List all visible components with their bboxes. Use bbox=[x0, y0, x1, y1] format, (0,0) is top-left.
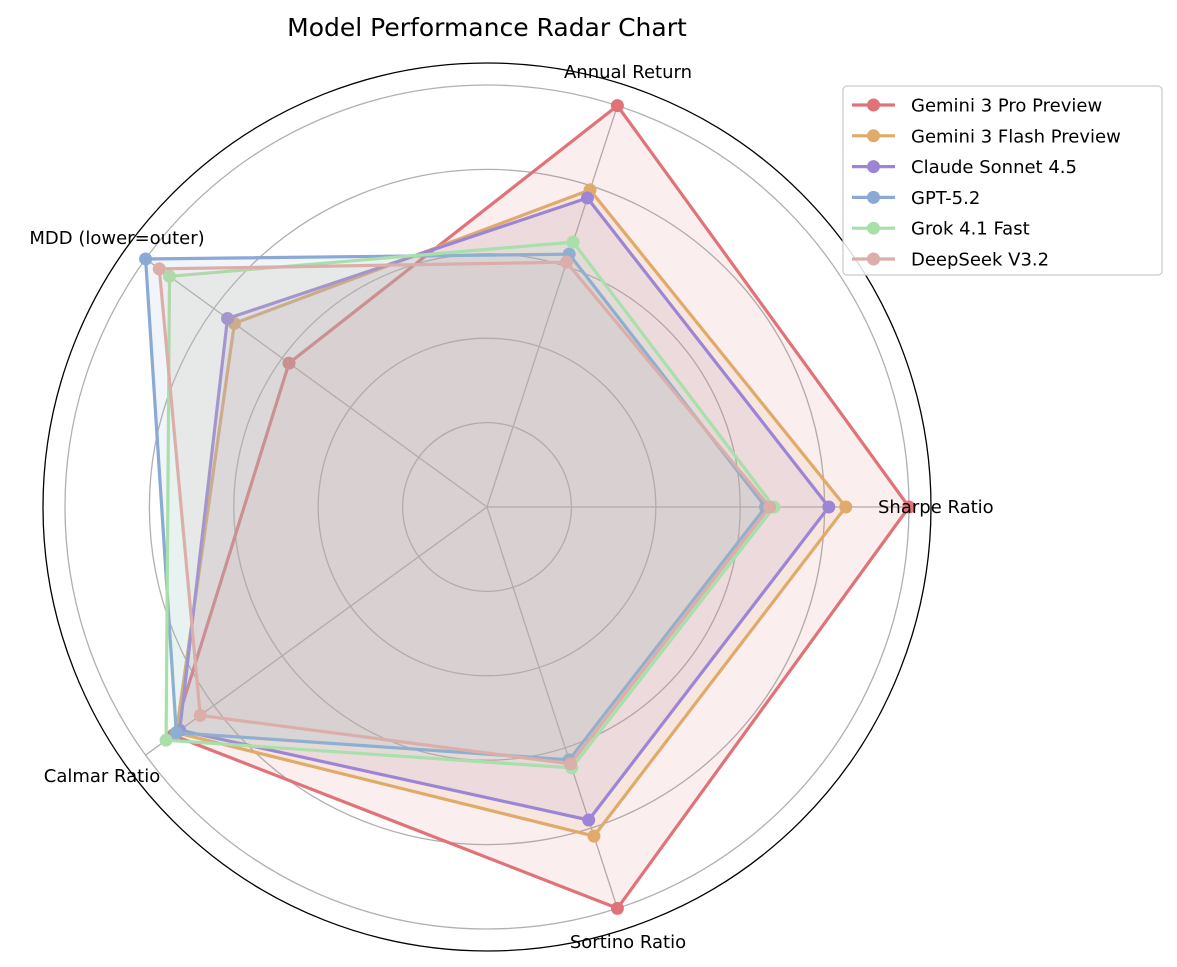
legend-box bbox=[842, 85, 1163, 276]
data-point bbox=[162, 269, 176, 283]
legend-marker bbox=[867, 160, 880, 174]
legend-marker bbox=[867, 252, 880, 266]
series-deepseek-v3-2 bbox=[152, 255, 777, 771]
data-point bbox=[580, 191, 594, 205]
series-fill bbox=[166, 242, 775, 768]
series-line bbox=[157, 260, 772, 766]
data-point bbox=[169, 726, 183, 740]
series-line bbox=[171, 104, 911, 910]
data-point bbox=[282, 356, 296, 370]
data-point bbox=[221, 311, 235, 325]
legend-entry: Gemini 3 Pro Preview bbox=[852, 96, 1102, 117]
data-point bbox=[822, 500, 836, 514]
legend-label: Grok 4.1 Fast bbox=[911, 219, 1030, 240]
data-point bbox=[159, 733, 173, 747]
data-point bbox=[566, 235, 580, 249]
data-point bbox=[139, 252, 153, 266]
legend-marker bbox=[867, 221, 880, 235]
series-line bbox=[178, 196, 831, 822]
series-fill bbox=[159, 262, 770, 764]
series-fill bbox=[179, 198, 829, 820]
chart-title: Model Performance Radar Chart bbox=[287, 13, 687, 42]
legend-marker bbox=[867, 129, 880, 143]
data-point bbox=[152, 262, 166, 276]
axis-label: Sortino Ratio bbox=[570, 932, 686, 953]
data-point bbox=[193, 708, 207, 722]
data-point bbox=[587, 829, 601, 843]
legend-marker bbox=[867, 190, 880, 204]
series-fill bbox=[145, 254, 766, 760]
legend-marker bbox=[867, 98, 880, 112]
grid-spoke bbox=[486, 105, 619, 508]
legend-label: GPT-5.2 bbox=[911, 188, 980, 209]
data-point bbox=[763, 500, 777, 514]
data-point bbox=[610, 99, 624, 113]
legend-label: DeepSeek V3.2 bbox=[911, 250, 1049, 271]
axis-label: MDD (lower=outer) bbox=[29, 228, 204, 249]
legend-entry: Grok 4.1 Fast bbox=[852, 219, 1030, 240]
series-gemini-3-pro-preview bbox=[166, 99, 916, 915]
series-gemini-3-flash-preview bbox=[169, 183, 853, 843]
series-claude-sonnet-4-5 bbox=[173, 191, 836, 827]
data-point bbox=[560, 255, 574, 269]
data-point bbox=[563, 757, 577, 771]
data-point bbox=[582, 813, 596, 827]
legend-label: Claude Sonnet 4.5 bbox=[911, 157, 1077, 178]
series-line bbox=[164, 240, 776, 770]
series-fill bbox=[176, 189, 846, 837]
axis-label: Calmar Ratio bbox=[44, 766, 161, 787]
legend-entry: GPT-5.2 bbox=[852, 188, 980, 209]
legend-entry: Gemini 3 Flash Preview bbox=[852, 126, 1121, 147]
axis-label: Sharpe Ratio bbox=[878, 497, 994, 518]
series-line bbox=[174, 188, 848, 838]
series-grok-4-1-fast bbox=[159, 235, 781, 775]
legend-label: Gemini 3 Flash Preview bbox=[911, 126, 1121, 147]
grid-spoke bbox=[145, 258, 488, 508]
polar-frame bbox=[42, 62, 932, 952]
series-fill bbox=[172, 105, 909, 909]
data-point bbox=[610, 901, 624, 915]
legend-entry: Claude Sonnet 4.5 bbox=[852, 157, 1077, 178]
legend-label: Gemini 3 Pro Preview bbox=[911, 96, 1102, 117]
radar-series bbox=[139, 99, 916, 915]
legend-entry: DeepSeek V3.2 bbox=[852, 250, 1049, 271]
data-point bbox=[839, 500, 853, 514]
axis-label: Annual Return bbox=[564, 62, 692, 83]
data-point bbox=[902, 500, 916, 514]
